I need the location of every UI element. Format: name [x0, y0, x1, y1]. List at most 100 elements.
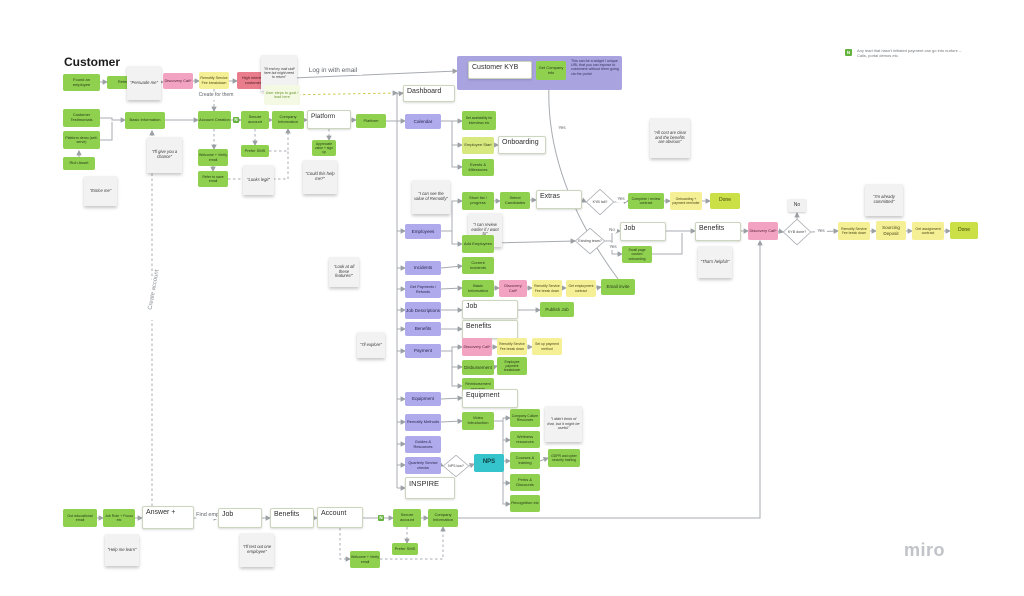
give-chance-sticky[interactable]: "I'll give you a chance" — [147, 137, 182, 173]
select-candidates[interactable]: Select Candidates — [500, 192, 530, 209]
platform-card[interactable]: Platform — [307, 110, 351, 129]
remotify-value-sticky[interactable]: "I can see the value of Remotify" — [412, 180, 450, 214]
connector-86[interactable] — [502, 483, 512, 507]
connector-98[interactable] — [380, 525, 446, 560]
company-information-1[interactable]: Company Information — [272, 111, 304, 129]
onboarding-card[interactable]: Onboarding — [498, 136, 546, 154]
nps-box[interactable]: NPS — [474, 454, 504, 472]
connector-76[interactable] — [451, 351, 464, 370]
connector-88[interactable] — [468, 463, 476, 469]
welcome-verify-1[interactable]: Welcome + Verify email — [198, 149, 228, 166]
connector-73[interactable] — [441, 344, 464, 352]
kyb-fail-diamond[interactable]: KYB fail? — [586, 189, 614, 215]
persuade-me-sticky[interactable]: "Persuade me" — [127, 66, 161, 100]
discovery-call-3[interactable]: Discovery Call* — [499, 280, 527, 297]
connector-64[interactable] — [440, 263, 464, 270]
add-employees[interactable]: Add Employees — [462, 235, 494, 253]
benefits-card-1[interactable]: Benefits — [695, 222, 741, 241]
rich-asset[interactable]: Rich Asset — [63, 157, 95, 170]
fee-breakdown-2[interactable]: Remotify Service Fee break down — [532, 280, 562, 297]
remotify-methods-section[interactable]: Remotify Methods — [405, 414, 441, 431]
secure-account-2[interactable]: Secure account — [393, 509, 421, 527]
refer-save-email[interactable]: Refer to save email — [198, 171, 228, 187]
costs-sticky[interactable]: "All cost are clear and the benefits are… — [650, 118, 690, 158]
basic-information-2[interactable]: Basic Information — [462, 280, 494, 297]
platform-demo[interactable]: Platform demo (self-serve) — [63, 131, 100, 149]
connector-87[interactable] — [437, 461, 444, 467]
job-descriptions-section[interactable]: Job Descriptions — [405, 302, 441, 319]
video-introduction[interactable]: Video Introduction — [462, 412, 494, 430]
welcome-verify-2[interactable]: Welcome + Verify email — [350, 551, 380, 568]
explore-features-box[interactable]: Appreciate value + sign up — [312, 140, 336, 156]
complete-contract[interactable]: Complete / review contract — [628, 193, 664, 209]
connector-78[interactable] — [451, 367, 464, 389]
features-sticky[interactable]: "Look at all these features!" — [329, 257, 359, 287]
onboarding-reminder[interactable]: Onboarding + payment reminder — [670, 192, 702, 210]
connector-50[interactable] — [441, 230, 464, 247]
discovery-call-2[interactable]: Discovery Call* — [748, 222, 778, 240]
events-milestones[interactable]: Events & Milestones — [462, 159, 494, 176]
connector-79[interactable] — [440, 395, 464, 401]
explore-sticky[interactable]: "I'll explore" — [357, 332, 385, 358]
discovery-call-4[interactable]: Discovery Call* — [462, 338, 492, 356]
educational-email[interactable]: Got educational email — [63, 509, 97, 527]
committed-sticky[interactable]: "I'm already committed" — [865, 184, 903, 216]
discovery-call-1[interactable]: Discovery Call* — [163, 73, 193, 89]
connector-69[interactable] — [595, 285, 603, 291]
gdpr-training[interactable]: GDPR and cyber security training — [548, 449, 580, 467]
connector-40[interactable] — [451, 121, 464, 148]
done-1[interactable]: Done — [710, 193, 740, 209]
existing-diamond[interactable]: Existing team? — [575, 228, 605, 254]
account-card[interactable]: Account — [317, 507, 363, 528]
customer-kyb-card[interactable]: Customer KYB — [468, 61, 532, 79]
quarterly-section[interactable]: Quarterly Service checks — [405, 457, 441, 474]
employee-start[interactable]: Employee Start — [462, 137, 494, 154]
account-creation[interactable]: Account Creation — [198, 111, 231, 129]
incidents-section[interactable]: Incidents — [405, 261, 441, 275]
publish-job[interactable]: Publish Job — [540, 302, 574, 317]
benefits-section[interactable]: Benefits — [405, 322, 441, 336]
connector-41[interactable] — [451, 145, 464, 170]
company-information-2[interactable]: Company Information — [428, 509, 458, 527]
inspire-card[interactable]: INSPIRE — [405, 477, 455, 499]
job-card-2[interactable]: Job — [462, 300, 518, 319]
setup-payment[interactable]: Set up payment method — [532, 338, 562, 355]
connector-80[interactable] — [440, 418, 464, 424]
connector-96[interactable] — [339, 528, 352, 562]
connector-63[interactable] — [458, 239, 763, 519]
entice-me-sticky[interactable]: "Entice me" — [84, 176, 117, 206]
connector-57[interactable] — [777, 228, 785, 234]
dashboard-card[interactable]: Dashboard — [403, 85, 455, 102]
connector-83[interactable] — [502, 440, 512, 464]
found-an-employee[interactable]: Found an employee — [63, 74, 100, 91]
useful-sticky[interactable]: "I didn't think of that, but it might be… — [545, 406, 582, 442]
answer-card[interactable]: Answer + — [142, 506, 194, 529]
courses-training[interactable]: Courses & training — [510, 452, 540, 469]
extras-card[interactable]: Extras — [536, 190, 582, 209]
connector-20[interactable] — [269, 127, 291, 152]
benefits-card-2[interactable]: Benefits — [462, 320, 518, 339]
assignment-contract[interactable]: Get assignment contract — [912, 222, 944, 240]
helpful-sticky[interactable]: "That's helpful!" — [698, 246, 732, 278]
connector-81[interactable] — [494, 415, 512, 422]
n-marker-2[interactable]: N — [378, 515, 384, 521]
equipment-section[interactable]: Equipment — [405, 392, 441, 406]
job-card-1[interactable]: Job — [620, 222, 666, 241]
secure-account-1[interactable]: Secure account — [241, 111, 269, 129]
employees-section[interactable]: Employees — [405, 224, 441, 239]
test-employee-sticky[interactable]: "I'll test out one employee" — [240, 533, 274, 567]
connector-55[interactable] — [652, 233, 683, 255]
sourcing-deposit[interactable]: Sourcing Deposit — [876, 221, 906, 240]
connector-46[interactable] — [580, 197, 587, 203]
connector-4[interactable] — [268, 68, 459, 80]
connector-65[interactable] — [440, 285, 464, 291]
kyb-done-diamond[interactable]: KYB done? — [783, 219, 811, 245]
benefits-card-3[interactable]: Benefits — [270, 508, 314, 528]
done-2[interactable]: Done — [950, 222, 978, 239]
payments-refunds-section[interactable]: Get Payments / Refunds — [405, 281, 441, 298]
connector-85[interactable] — [502, 461, 512, 486]
connector-7[interactable] — [100, 117, 127, 123]
company-culture[interactable]: Company Culture Resources — [510, 409, 540, 427]
guides-resources-section[interactable]: Guides & Resources — [405, 436, 441, 453]
looks-legit-sticky[interactable]: "Looks legit" — [243, 165, 274, 195]
